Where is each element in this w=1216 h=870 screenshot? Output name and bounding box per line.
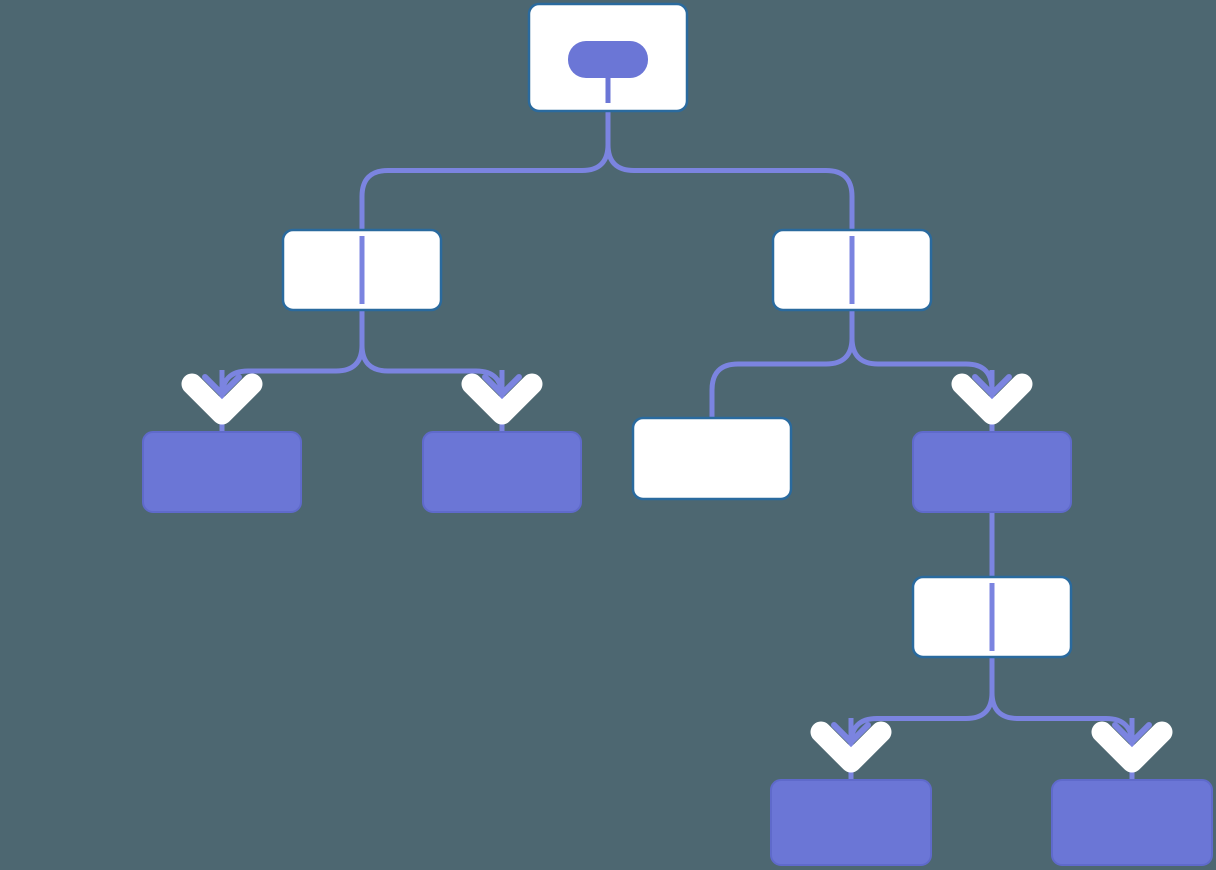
leaf-node-2[interactable] [423, 432, 581, 512]
leaf-node-5[interactable] [1052, 780, 1212, 865]
leaf-node-1[interactable] [143, 432, 301, 512]
leaf-node-3[interactable] [633, 418, 791, 499]
root-node-badge[interactable] [568, 41, 648, 78]
branch-node-deep[interactable] [913, 432, 1071, 512]
leaf-node-4[interactable] [771, 780, 931, 865]
